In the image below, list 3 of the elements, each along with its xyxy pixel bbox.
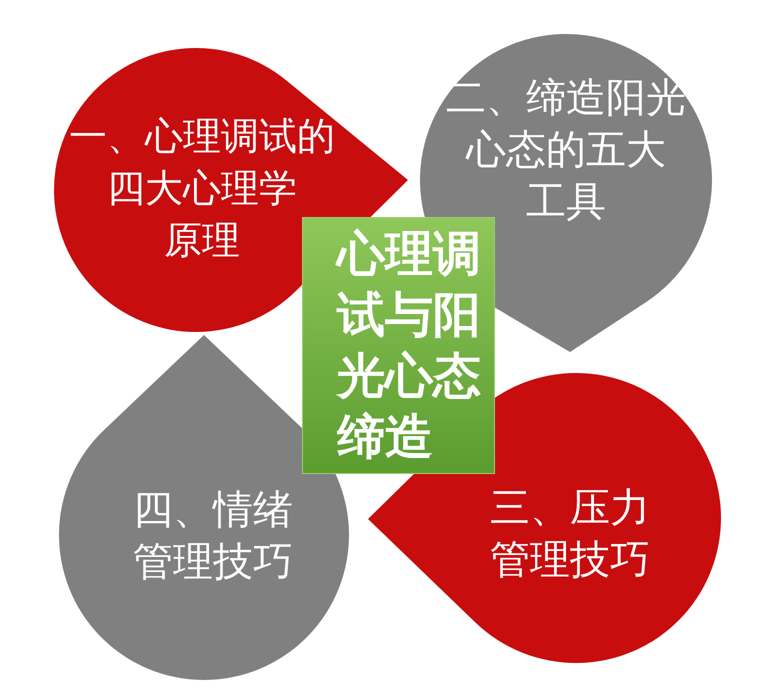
section-title: 四、情绪管理技巧 bbox=[133, 486, 293, 587]
topic-panel: 心理调试与阳光心态缔造 bbox=[302, 217, 495, 474]
section-title: 三、压力管理技巧 bbox=[490, 484, 650, 585]
